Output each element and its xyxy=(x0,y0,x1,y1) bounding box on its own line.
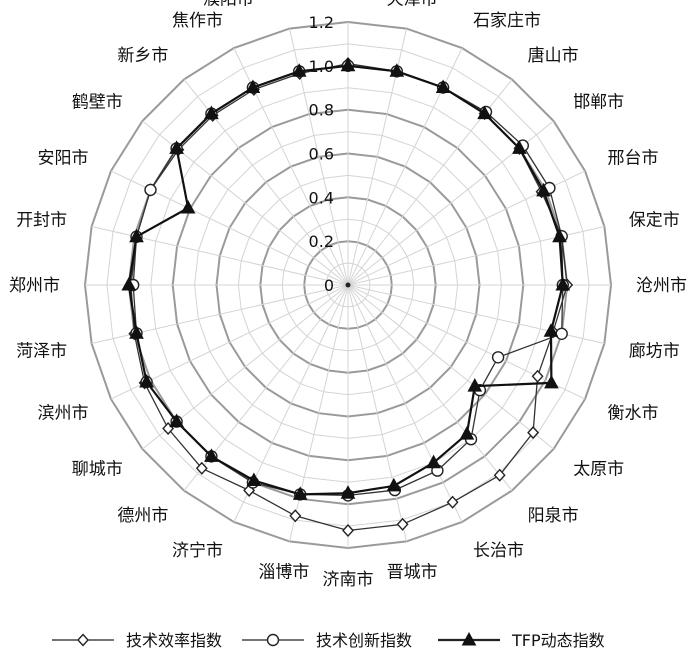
triangle-marker xyxy=(121,276,137,291)
triangle-marker xyxy=(129,325,144,339)
spoke-line xyxy=(347,284,407,542)
legend-triangle-icon xyxy=(461,631,477,646)
spoke-line xyxy=(347,284,554,450)
category-label: 邢台市 xyxy=(608,148,659,168)
triangle-marker xyxy=(139,373,154,388)
triangle-marker xyxy=(129,228,144,243)
triangle-marker xyxy=(543,323,559,337)
category-label: 开封市 xyxy=(16,211,67,231)
triangle-marker xyxy=(246,472,262,486)
category-label: 新乡市 xyxy=(117,46,168,66)
triangle-marker xyxy=(389,63,405,77)
category-label: 北京市 xyxy=(320,0,371,2)
category-label: 淄博市 xyxy=(258,563,309,583)
tick-label: 1.2 xyxy=(309,13,334,32)
legend-item: 技术效率指数 xyxy=(52,631,222,650)
category-label: 滨州市 xyxy=(38,404,89,424)
category-label: 焦作市 xyxy=(172,11,223,31)
category-label: 廊坊市 xyxy=(629,341,680,361)
category-label: 济宁市 xyxy=(172,541,223,561)
category-label: 濮阳市 xyxy=(203,0,254,9)
spoke-line xyxy=(347,284,463,523)
triangle-marker xyxy=(291,63,307,77)
diamond-marker xyxy=(493,468,506,482)
category-label: 郑州市 xyxy=(9,276,60,296)
category-label: 保定市 xyxy=(629,211,680,231)
spoke-line xyxy=(347,284,513,491)
legend-diamond-icon xyxy=(77,633,89,647)
category-label: 聊城市 xyxy=(72,459,123,479)
legend-label: 技术创新指数 xyxy=(316,631,412,650)
tick-label: 0.2 xyxy=(309,232,334,251)
triangle-marker xyxy=(555,276,571,291)
triangle-marker xyxy=(467,378,483,392)
diamond-marker xyxy=(446,495,459,509)
category-label: 晋城市 xyxy=(387,563,438,583)
diamond-marker xyxy=(342,523,354,538)
triangle-marker xyxy=(292,486,308,500)
triangle-marker xyxy=(536,182,551,197)
category-label: 济南市 xyxy=(323,570,374,590)
category-label: 菏泽市 xyxy=(16,341,67,361)
legend-label: 技术效率指数 xyxy=(126,631,222,650)
triangle-marker xyxy=(169,140,184,154)
legend: 技术效率指数 技术创新指数 TFP动态指数 xyxy=(52,631,605,650)
triangle-marker xyxy=(552,228,567,243)
circle-marker xyxy=(555,327,568,340)
category-label: 衡水市 xyxy=(608,404,659,424)
triangle-marker xyxy=(169,413,184,428)
tick-label: 1.0 xyxy=(309,57,334,76)
triangle-marker xyxy=(204,105,219,120)
triangle-marker xyxy=(459,426,475,440)
diamond-marker xyxy=(396,517,409,531)
diamond-marker xyxy=(289,509,302,523)
category-label: 邯郸市 xyxy=(573,93,624,113)
tick-label: 0.6 xyxy=(309,145,334,164)
triangle-marker xyxy=(204,448,219,462)
triangle-marker xyxy=(426,454,441,469)
spoke-line xyxy=(347,284,586,400)
diamond-marker xyxy=(527,426,540,440)
category-label: 天津市 xyxy=(387,0,438,9)
triangle-marker xyxy=(180,199,196,214)
radial-tick-labels: 0 0.2 0.4 0.6 0.8 1.0 1.2 xyxy=(309,13,351,295)
data-series xyxy=(121,57,574,538)
legend-item: 技术创新指数 xyxy=(242,631,412,650)
category-label: 石家庄市 xyxy=(473,11,541,31)
category-label: 唐山市 xyxy=(528,45,579,66)
triangle-marker xyxy=(245,79,261,93)
circle-marker xyxy=(144,183,157,197)
center-dot xyxy=(345,282,351,288)
diamond-marker xyxy=(531,369,544,383)
legend-item: TFP动态指数 xyxy=(438,631,605,650)
category-label: 安阳市 xyxy=(38,148,89,168)
legend-circle-icon xyxy=(266,633,280,647)
category-label: 德州市 xyxy=(117,506,168,526)
diamond-marker xyxy=(195,461,208,475)
legend-label: TFP动态指数 xyxy=(511,631,605,650)
category-labels: 北京市 天津市石家庄市唐山市邯郸市邢台市保定市沧州市廊坊市衡水市太原市阳泉市长治市… xyxy=(9,0,687,590)
triangle-marker xyxy=(340,57,356,72)
category-label: 沧州市 xyxy=(636,276,687,296)
series-triangle xyxy=(121,57,571,500)
category-label: 太原市 xyxy=(573,459,624,479)
triangle-marker xyxy=(477,105,492,120)
category-label: 鹤壁市 xyxy=(72,93,123,113)
triangle-marker xyxy=(435,79,451,93)
triangle-marker xyxy=(512,140,527,154)
triangle-marker xyxy=(340,485,356,499)
tick-label: 0.8 xyxy=(309,101,334,120)
category-label: 长治市 xyxy=(473,541,524,561)
triangle-marker xyxy=(544,374,559,389)
triangle-marker xyxy=(386,477,402,492)
tick-label: 0 xyxy=(324,276,334,295)
category-label: 阳泉市 xyxy=(528,506,579,526)
circle-marker xyxy=(491,351,505,364)
tick-label: 0.4 xyxy=(309,188,334,207)
